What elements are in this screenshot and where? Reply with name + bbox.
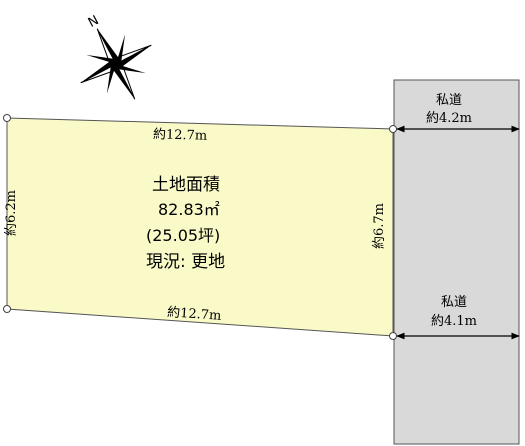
lot-vertex-bottom-right xyxy=(389,332,397,340)
compass-north-label: N xyxy=(86,13,102,31)
lower-road-name: 私道 xyxy=(441,295,467,310)
lower-road-width: 約4.1m xyxy=(431,314,477,329)
upper-road-width: 約4.2m xyxy=(426,111,472,126)
lot-left-edge-label: 約6.2m xyxy=(4,190,19,236)
lot-right-edge-label: 約6.7m xyxy=(372,203,387,249)
lot-vertex-bottom-left xyxy=(3,305,11,313)
lot-info-status: 現況: 更地 xyxy=(146,252,225,272)
private-road-strip xyxy=(393,79,520,445)
lot-info-tsubo: (25.05坪) xyxy=(146,226,220,245)
lot-bottom-edge-label: 約12.7m xyxy=(167,305,222,324)
lot-vertex-top-left xyxy=(3,114,11,122)
lot-info-area: 82.83㎡ xyxy=(158,200,220,219)
upper-road-name: 私道 xyxy=(436,93,462,108)
lot-top-edge-label: 約12.7m xyxy=(153,127,208,144)
lot-vertex-top-right xyxy=(389,125,397,133)
compass-rose-icon: N xyxy=(80,13,152,100)
lot-info-title: 土地面積 xyxy=(152,175,220,195)
